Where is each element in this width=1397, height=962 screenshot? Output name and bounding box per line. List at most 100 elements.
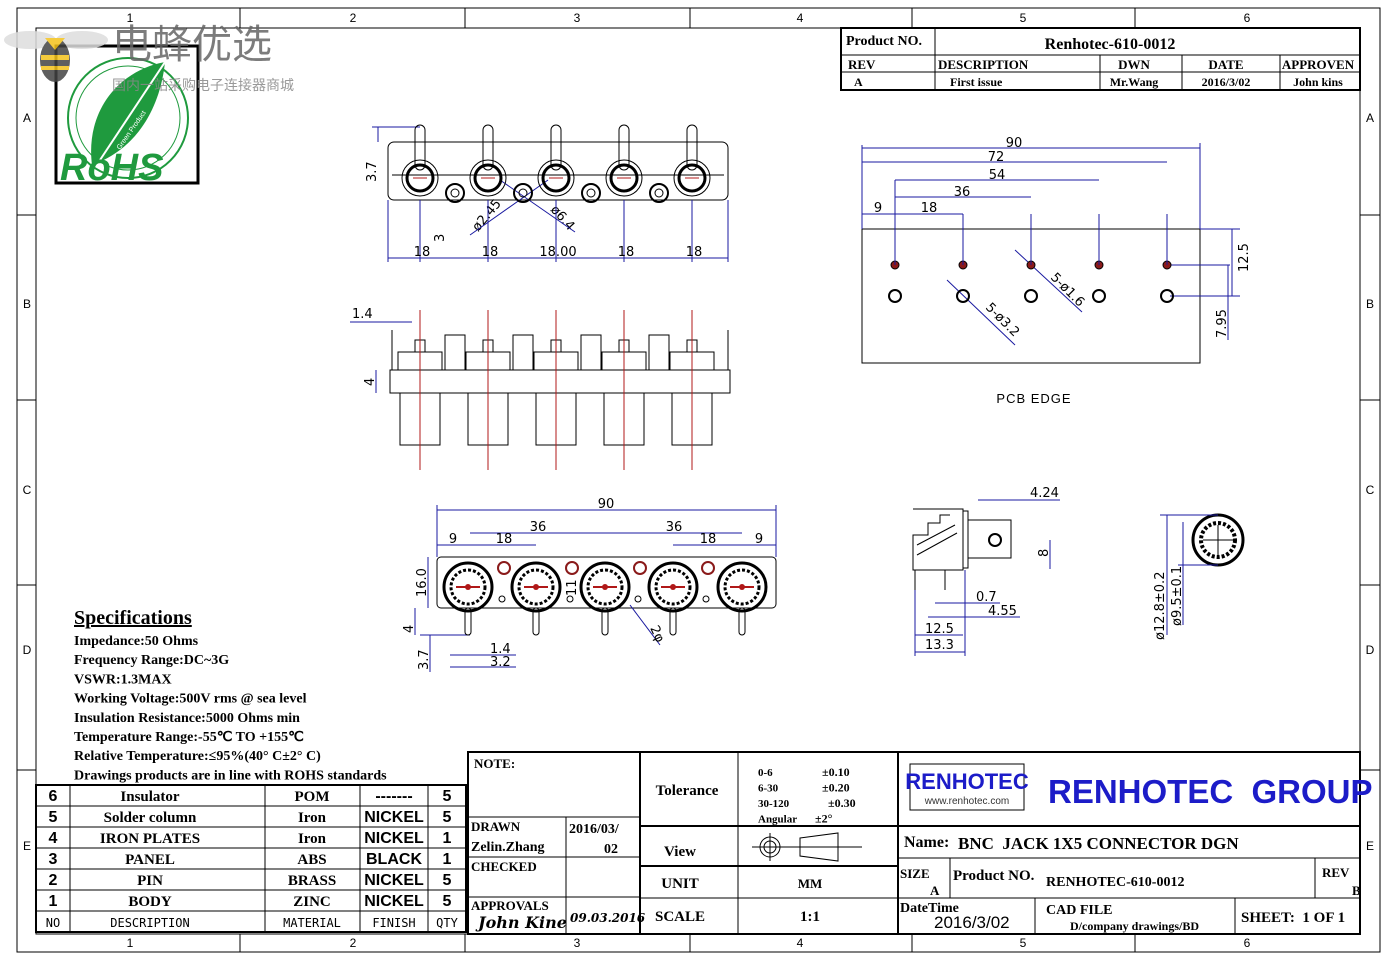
revision-value: A	[854, 75, 863, 89]
zone-column-label: 2	[350, 936, 357, 950]
bom-cell: PIN	[137, 873, 163, 889]
product-no-label: Product NO.	[846, 34, 922, 49]
bom-cell: NICKEL	[364, 830, 424, 847]
bom-cell: NICKEL	[364, 893, 424, 910]
rear-pitch-dim: 18.00	[539, 245, 576, 260]
rear-connector	[537, 124, 575, 262]
watermark-brand: 电蜂优选	[112, 22, 272, 68]
rear-dia-large: ø6.4	[547, 203, 577, 234]
unit-label: UNIT	[661, 876, 699, 892]
side-dim-1-4: 1.4	[352, 307, 373, 322]
rev-label: REV	[1322, 865, 1350, 880]
bom-cell: 5	[443, 788, 452, 805]
round-dim-inner: ø9.5±0.1	[1170, 566, 1185, 626]
bom-cell: BODY	[128, 894, 172, 910]
zone-row-label: C	[1366, 483, 1375, 497]
spec-line: VSWR:1.3MAX	[74, 672, 172, 687]
bom-cell: BLACK	[366, 851, 422, 868]
tolerance-value: ±0.20	[822, 781, 850, 795]
size-label: SIZE	[900, 866, 930, 881]
rear-dia-small: ø2.45	[470, 197, 505, 235]
front-dim-3-7: 3.7	[417, 649, 432, 670]
bom-cell: BRASS	[288, 873, 336, 889]
view-label: View	[664, 844, 696, 860]
zone-column-label: 6	[1244, 11, 1251, 25]
front-small-hole	[634, 595, 642, 603]
pcb-hole-pair	[956, 214, 970, 303]
size-value: A	[930, 883, 940, 898]
bom-header: NO	[46, 916, 60, 930]
profile-dim-13-3: 13.3	[925, 638, 954, 653]
profile-dim-12-5: 12.5	[925, 622, 954, 637]
rear-connector	[605, 124, 643, 262]
side-connector	[533, 310, 602, 470]
logo-text: RENHOTEC	[905, 769, 1029, 794]
bom-cell: PANEL	[125, 852, 175, 868]
specifications-title: Specifications	[74, 607, 192, 629]
zone-column-label: 4	[797, 11, 804, 25]
zone-column-label: 5	[1020, 936, 1027, 950]
revision-header: APPROVEN	[1282, 57, 1355, 72]
side-connector	[601, 310, 670, 470]
zone-row-label: C	[23, 483, 32, 497]
revision-value: 2016/3/02	[1202, 75, 1251, 89]
side-connector	[669, 310, 715, 470]
side-dim-4: 4	[363, 378, 378, 386]
bom-cell: 1	[49, 893, 58, 910]
pcb-dim-18: 18	[921, 201, 938, 216]
bom-cell: Iron	[298, 831, 327, 847]
rear-offset-dim: 3	[433, 234, 448, 242]
pcb-hole-large-callout: 5-ø3.2	[982, 300, 1022, 340]
spec-line: Impedance:50 Ohms	[74, 634, 199, 649]
revision-value: First issue	[950, 75, 1003, 89]
pcb-dim-9: 9	[874, 201, 882, 216]
revision-header: DWN	[1118, 57, 1150, 72]
rear-pitch-dim: 18	[618, 245, 635, 260]
rear-mount-hole	[649, 183, 669, 203]
rear-mount-hole	[581, 183, 601, 203]
revision-header: REV	[848, 57, 876, 72]
spec-line: Drawings products are in line with ROHS …	[74, 768, 387, 783]
approver-signature: John Kine	[475, 913, 567, 932]
datetime-value: 2016/3/02	[934, 913, 1010, 932]
rear-height-dim: 3.7	[365, 161, 380, 182]
side-view: 1.4 4	[350, 307, 731, 470]
revision-block: Product NO. Renhotec-610-0012 REVADESCRI…	[840, 27, 1361, 91]
side-connector	[465, 310, 534, 470]
bom-cell: ABS	[297, 852, 326, 868]
rear-connector	[673, 124, 711, 262]
note-label: NOTE:	[474, 756, 515, 771]
zone-column-label: 1	[127, 936, 134, 950]
bom-cell: Solder column	[104, 810, 197, 826]
bom-cell: 3	[49, 851, 58, 868]
bom-cell: 5	[49, 809, 58, 826]
revision-value: Mr.Wang	[1110, 75, 1159, 89]
tolerance-value: ±0.10	[822, 765, 850, 779]
front-dim-9-left: 9	[449, 532, 457, 547]
revision-value: John kins	[1293, 75, 1343, 89]
tolerance-range: 30-120	[758, 798, 790, 810]
front-dim-18-left: 18	[496, 532, 513, 547]
bom-header: QTY	[436, 916, 458, 930]
title-block: NOTE: DRAWN Zelin.Zhang 2016/03/ 02 CHEC…	[467, 751, 1373, 935]
rear-mount-hole	[586, 188, 596, 198]
pcb-hole-pair	[888, 180, 902, 303]
bom-cell: POM	[295, 789, 330, 805]
front-small-hole	[566, 595, 574, 603]
bom-cell: 2	[49, 872, 58, 889]
projection-symbol-icon	[752, 832, 862, 862]
sheet-number: SHEET: 1 OF 1	[1241, 910, 1345, 926]
leaf-icon	[91, 62, 165, 165]
approval-date: 09.03.2016	[570, 911, 646, 925]
zone-row-label: E	[1366, 839, 1374, 853]
round-dim-outer: ø12.8±0.2	[1153, 572, 1168, 640]
revision-header: DESCRIPTION	[938, 57, 1029, 72]
